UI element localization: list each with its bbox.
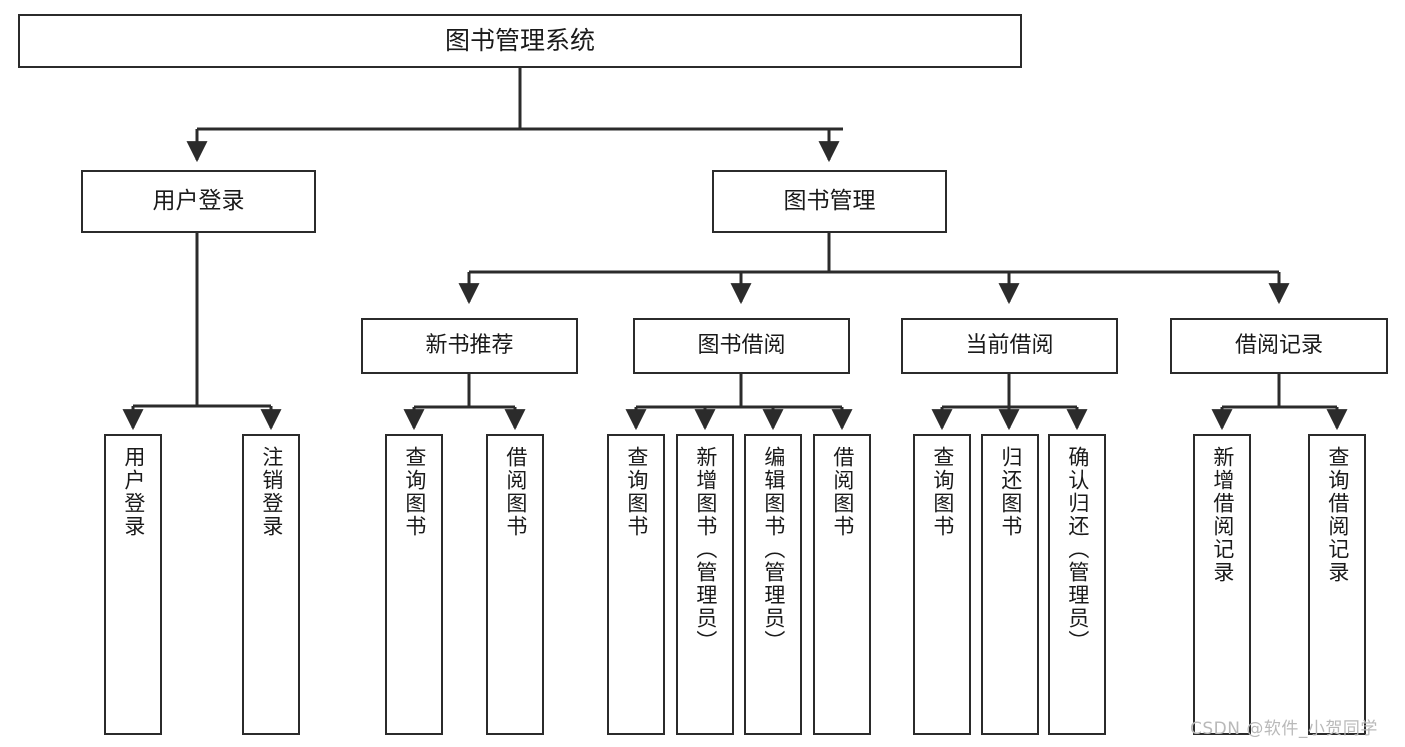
leaf-book-borrow-edit-book-admin[interactable]: 编辑图书（管理员） (744, 434, 802, 735)
leaf-book-borrow-add-book-admin[interactable]: 新增图书（管理员） (676, 434, 734, 735)
node-label: 确认归还（管理员） (1065, 446, 1090, 653)
node-label: 用户登录 (121, 446, 146, 538)
leaf-book-borrow-query-book[interactable]: 查询图书 (607, 434, 665, 735)
node-label: 编辑图书（管理员） (761, 446, 786, 653)
node-label: 用户登录 (152, 188, 245, 215)
node-label: 当前借阅 (965, 332, 1054, 358)
leaf-new-book-query-book[interactable]: 查询图书 (385, 434, 443, 735)
node-label: 查询借阅记录 (1325, 446, 1350, 584)
node-label: 图书借阅 (697, 332, 786, 358)
node-label: 新书推荐 (425, 332, 514, 358)
node-label: 查询图书 (930, 446, 955, 538)
leaf-book-borrow-borrow-book[interactable]: 借阅图书 (813, 434, 871, 735)
node-borrow-record[interactable]: 借阅记录 (1170, 318, 1388, 374)
leaf-current-borrow-return-book[interactable]: 归还图书 (981, 434, 1039, 735)
node-new-book-recommend[interactable]: 新书推荐 (361, 318, 578, 374)
leaf-user-login-logout[interactable]: 注销登录 (242, 434, 300, 735)
leaf-new-book-borrow-book[interactable]: 借阅图书 (486, 434, 544, 735)
leaf-user-login-login[interactable]: 用户登录 (104, 434, 162, 735)
leaf-current-borrow-confirm-return-admin[interactable]: 确认归还（管理员） (1048, 434, 1106, 735)
leaf-borrow-record-query-record[interactable]: 查询借阅记录 (1308, 434, 1366, 735)
node-label: 借阅记录 (1234, 332, 1323, 358)
node-label: 借阅图书 (830, 446, 855, 538)
leaf-borrow-record-add-record[interactable]: 新增借阅记录 (1193, 434, 1251, 735)
node-label: 借阅图书 (503, 446, 528, 538)
node-label: 图书管理系统 (444, 25, 595, 55)
node-label: 图书管理 (783, 188, 876, 215)
node-label: 新增图书（管理员） (693, 446, 718, 653)
node-label: 查询图书 (624, 446, 649, 538)
node-label: 注销登录 (259, 446, 284, 538)
node-book-borrow[interactable]: 图书借阅 (633, 318, 850, 374)
node-label: 查询图书 (402, 446, 427, 538)
node-label: 归还图书 (998, 446, 1023, 538)
leaf-current-borrow-query-book[interactable]: 查询图书 (913, 434, 971, 735)
watermark: CSDN @软件_小贺同学 (1190, 719, 1378, 739)
node-current-borrow[interactable]: 当前借阅 (901, 318, 1118, 374)
node-label: 新增借阅记录 (1210, 446, 1235, 584)
node-user-login[interactable]: 用户登录 (81, 170, 316, 233)
node-root-book-management-system[interactable]: 图书管理系统 (18, 14, 1022, 68)
node-book-management[interactable]: 图书管理 (712, 170, 947, 233)
